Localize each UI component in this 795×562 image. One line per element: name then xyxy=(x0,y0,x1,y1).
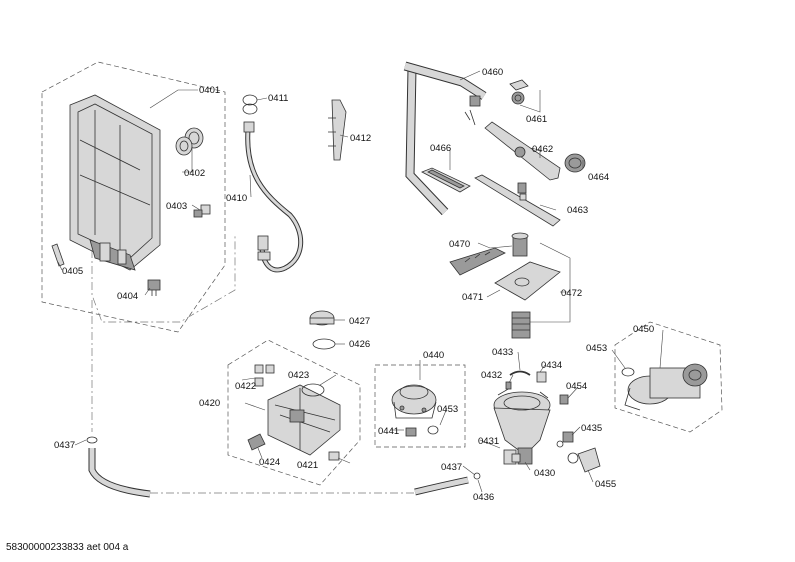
label-0422: 0422 xyxy=(235,381,256,392)
seal-part-0453-pump xyxy=(621,367,635,377)
label-0461: 0461 xyxy=(526,114,547,125)
label-0455: 0455 xyxy=(595,479,616,490)
valve-part-0441 xyxy=(405,427,417,437)
label-0420: 0420 xyxy=(199,398,220,409)
label-0431: 0431 xyxy=(478,436,499,447)
diagram-code: 58300000233833 aet 004 a xyxy=(6,542,129,553)
hose-route-line xyxy=(91,235,236,323)
label-0427: 0427 xyxy=(349,316,370,327)
label-0423: 0423 xyxy=(288,370,309,381)
label-0412: 0412 xyxy=(350,133,371,144)
clip-part-0433 xyxy=(509,370,531,376)
micro-filter-part-0470 xyxy=(449,247,506,276)
clip-part-0421 xyxy=(328,451,340,461)
label-0426: 0426 xyxy=(349,339,370,350)
label-0411: 0411 xyxy=(268,93,288,104)
screw-part-0403 xyxy=(193,204,211,218)
label-0441: 0441 xyxy=(378,426,399,437)
spray-head-part-0464 xyxy=(564,153,586,173)
circulation-pump-part-0450 xyxy=(624,363,708,411)
label-0464: 0464 xyxy=(588,172,609,183)
label-0430: 0430 xyxy=(534,468,555,479)
heater-housing-part xyxy=(267,384,341,456)
connector-part-0424 xyxy=(247,433,266,451)
group-outline-sump-frame xyxy=(41,61,226,333)
label-0405: 0405 xyxy=(62,266,83,277)
label-0410: 0410 xyxy=(226,193,247,204)
label-0454: 0454 xyxy=(566,381,587,392)
label-0462: 0462 xyxy=(532,144,553,155)
label-0450: 0450 xyxy=(633,324,654,335)
nut-part-0461 xyxy=(509,79,529,105)
label-0434: 0434 xyxy=(541,360,562,371)
label-0435: 0435 xyxy=(581,423,602,434)
seal-part-0423 xyxy=(301,383,325,397)
label-0421: 0421 xyxy=(297,460,318,471)
drain-hose-left xyxy=(86,436,151,498)
label-0437-left: 0437 xyxy=(54,440,75,451)
lower-spray-arm-part-0463 xyxy=(474,174,561,227)
leader-lines xyxy=(57,70,664,493)
spray-arm-part-0462 xyxy=(464,109,561,181)
drain-hose-right xyxy=(414,472,481,496)
cap-part-0427 xyxy=(309,310,335,326)
label-0440: 0440 xyxy=(423,350,444,361)
check-valve-part-0434 xyxy=(536,371,547,383)
label-0437-right: 0437 xyxy=(441,462,462,473)
label-0472: 0472 xyxy=(561,288,582,299)
clip-part-0404 xyxy=(147,279,161,296)
adapter-part-0431 xyxy=(503,449,521,465)
coarse-filter-part-0472 xyxy=(511,232,531,339)
label-0460: 0460 xyxy=(482,67,503,78)
label-0470: 0470 xyxy=(449,239,470,250)
guide-rail-part-0466 xyxy=(421,167,471,193)
sump-frame-part xyxy=(69,94,161,271)
supply-pipe-part-0460 xyxy=(403,61,487,216)
group-outline-drain-pump xyxy=(614,321,723,433)
pump-housing-part-0440 xyxy=(391,384,437,419)
label-0436: 0436 xyxy=(473,492,494,503)
seal-rings-part xyxy=(175,127,204,156)
label-0402: 0402 xyxy=(184,168,205,179)
drain-pump-part-0455 xyxy=(567,447,601,473)
seal-part-0435 xyxy=(556,431,574,448)
label-0403: 0403 xyxy=(166,201,187,212)
pin-part-0405 xyxy=(51,243,65,267)
bracket-part-0454 xyxy=(559,394,569,405)
seal-ring-part-0426 xyxy=(312,338,336,350)
pump-pot-part-0430 xyxy=(493,387,551,465)
label-0424: 0424 xyxy=(259,457,280,468)
sensor-part-0453-inner xyxy=(427,425,439,435)
label-0463: 0463 xyxy=(567,205,588,216)
label-0471: 0471 xyxy=(462,292,483,303)
label-0453-b: 0453 xyxy=(586,343,607,354)
label-0453-a: 0453 xyxy=(437,404,458,415)
screw-part-0432 xyxy=(505,381,512,390)
label-0401: 0401 xyxy=(199,85,220,96)
label-0466: 0466 xyxy=(430,143,451,154)
clamp-part-0411 xyxy=(242,94,258,115)
group-outline-heater xyxy=(227,339,361,486)
bracket-part-0412 xyxy=(328,99,347,161)
label-0432: 0432 xyxy=(481,370,502,381)
fine-filter-part-0471 xyxy=(494,261,561,301)
sensor-part-0422 xyxy=(254,364,275,387)
label-0404: 0404 xyxy=(117,291,138,302)
hose-part xyxy=(243,121,304,273)
label-0433: 0433 xyxy=(492,347,513,358)
